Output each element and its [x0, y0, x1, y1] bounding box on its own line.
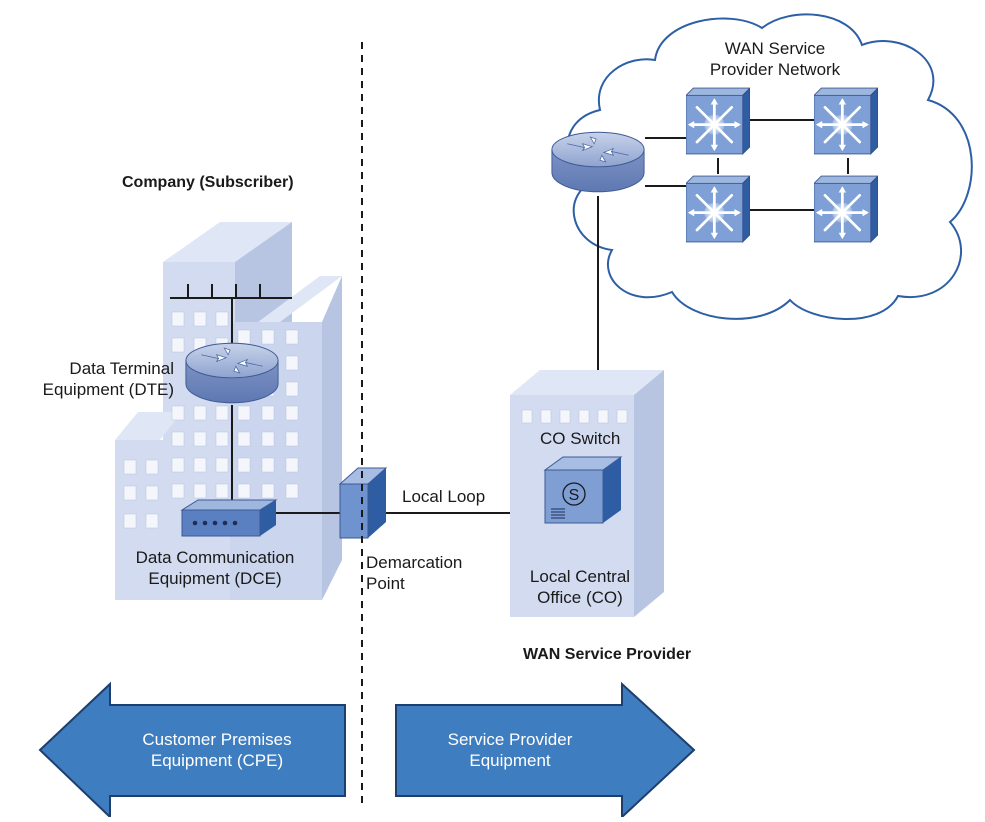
atm-switch-icon [814, 86, 878, 156]
dce-label-line1: Data Communication [135, 548, 295, 567]
co-switch-label: CO Switch [540, 429, 621, 448]
demarcation-label-line1: Demarcation [366, 553, 463, 572]
router-icon [551, 131, 645, 193]
demarcation-label: Demarcation Point [366, 552, 462, 594]
cpe-arrow-label: Customer Premises Equipment (CPE) [112, 729, 322, 771]
spe-arrow-label-line2: Equipment [469, 751, 551, 770]
office-building-icon [115, 222, 342, 600]
dte-label-line1: Data Terminal [69, 359, 174, 378]
wan-cloud-label-line1: WAN Service [724, 39, 826, 58]
switch-symbol: S [569, 487, 580, 504]
dte-label-line2: Equipment (DTE) [42, 380, 174, 399]
modem-icon [180, 499, 278, 537]
wan-cloud-label-line2: Provider Network [709, 60, 841, 79]
spe-arrow-label-line1: Service Provider [447, 730, 573, 749]
demarc-jack-icon [338, 467, 388, 539]
atm-switch-icon [814, 174, 878, 244]
demarcation-label-line2: Point [366, 574, 405, 593]
local-loop-label: Local Loop [402, 487, 486, 506]
dte-label: Data Terminal Equipment (DTE) [2, 358, 174, 400]
wan-provider-label: WAN Service Provider [523, 646, 692, 663]
atm-switch-icon [686, 86, 750, 156]
cpe-arrow-label-line2: Equipment (CPE) [150, 751, 284, 770]
central-office-label: Local Central Office (CO) [500, 566, 660, 608]
cpe-arrow-label-line1: Customer Premises [142, 730, 292, 749]
wan-cloud-label: WAN Service Provider Network [690, 38, 860, 80]
central-office-label-line2: Office (CO) [537, 588, 623, 607]
atm-switch-icon [686, 174, 750, 244]
dce-label: Data Communication Equipment (DCE) [100, 547, 330, 589]
cpe-arrow [38, 681, 346, 820]
service-provider-arrow [395, 681, 696, 820]
co-switch-icon: S [543, 456, 623, 524]
cloud-links [597, 119, 849, 370]
dce-label-line2: Equipment (DCE) [148, 569, 282, 588]
company-label: Company (Subscriber) [122, 174, 294, 191]
spe-arrow-label: Service Provider Equipment [405, 729, 615, 771]
router-icon [185, 342, 279, 404]
central-office-label-line1: Local Central [529, 567, 631, 586]
